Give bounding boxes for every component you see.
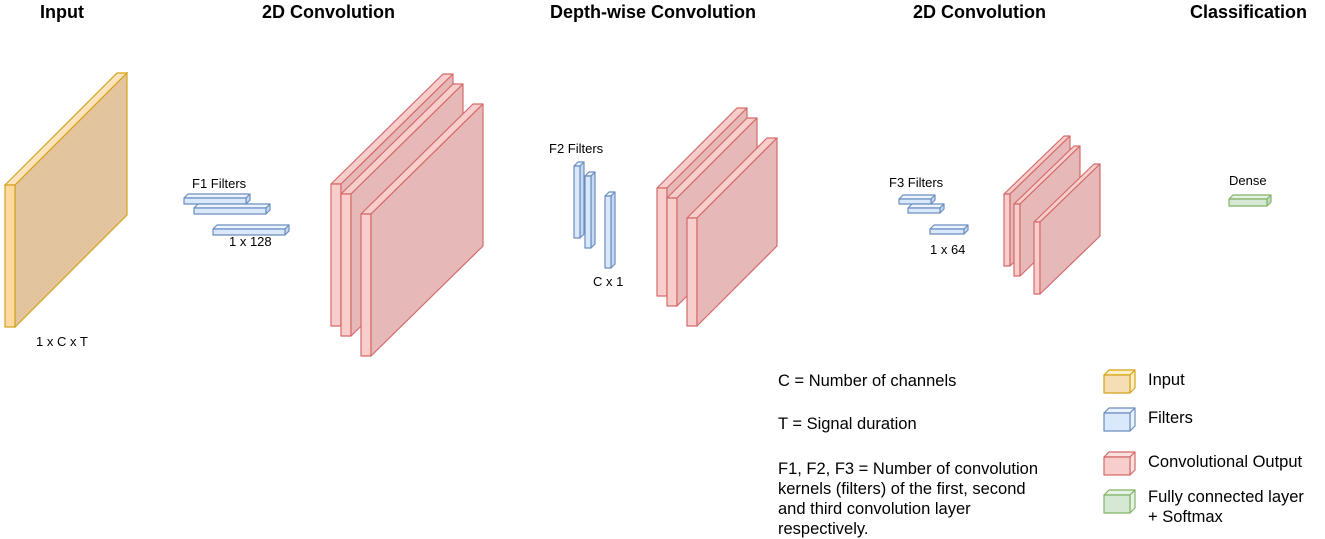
f1-filter-1-face xyxy=(183,197,247,205)
conv1-map-1-side xyxy=(330,183,342,327)
conv2-map-3-face xyxy=(1039,163,1101,295)
conv2-map-1-side xyxy=(1003,193,1011,267)
f1-filters xyxy=(183,193,290,236)
conv2-output xyxy=(1003,135,1101,295)
legend-conv-icon-face xyxy=(1103,456,1131,476)
depthwise-map-2-side xyxy=(666,197,678,307)
legend-dense-icon-side xyxy=(1129,489,1136,514)
dense-face xyxy=(1228,198,1268,207)
conv2-map-2-side xyxy=(1013,203,1021,277)
legend-filters-icon-side xyxy=(1129,407,1136,432)
legend-conv-label: Convolutional Output xyxy=(1148,453,1303,471)
f2-filters-label: F2 Filters xyxy=(549,141,604,156)
conv2-map-3-side xyxy=(1033,221,1041,295)
conv1-map-3-side xyxy=(360,213,372,357)
f3-filter-1-face xyxy=(898,198,932,205)
f3-filter-3-face xyxy=(929,228,965,235)
header-input: Input xyxy=(40,2,84,22)
f3-filters xyxy=(898,194,969,235)
depthwise-output xyxy=(656,107,778,327)
header-conv2: 2D Convolution xyxy=(913,2,1046,22)
depthwise-map-3-face xyxy=(696,137,778,327)
dense-block xyxy=(1228,194,1272,207)
note-channels: C = Number of channels xyxy=(778,372,957,390)
depthwise-map-3-side xyxy=(686,217,698,327)
f3-kernel-label: 1 x 64 xyxy=(930,242,966,257)
legend-filters-label: Filters xyxy=(1148,409,1193,427)
legend-input-label: Input xyxy=(1148,371,1185,389)
header-conv1: 2D Convolution xyxy=(262,2,395,22)
input-dims-label: 1 x C x T xyxy=(36,334,88,349)
header-depthwise: Depth-wise Convolution xyxy=(550,2,756,22)
f1-kernel-label: 1 x 128 xyxy=(229,234,272,249)
legend-dense-icon-face xyxy=(1103,494,1131,514)
input-block-side xyxy=(4,184,16,328)
note-duration: T = Signal duration xyxy=(778,415,917,433)
f3-filter-2-face xyxy=(907,207,941,214)
legend-input-icon-face xyxy=(1103,374,1131,394)
f3-filters-label: F3 Filters xyxy=(889,175,944,190)
f2-filters xyxy=(573,161,616,269)
legend-dense-label: Fully connected layer + Softmax xyxy=(1148,488,1304,526)
note-filters: F1, F2, F3 = Number of convolution kerne… xyxy=(778,460,1038,538)
legend-filters-icon-face xyxy=(1103,412,1131,432)
f1-filter-3-face xyxy=(212,228,286,236)
f1-filters-label: F1 Filters xyxy=(192,176,247,191)
f2-filter-2-face xyxy=(584,175,592,249)
legend-conv-icon-side xyxy=(1129,451,1136,476)
f2-filter-3-face xyxy=(604,195,612,269)
legend-input-icon-side xyxy=(1129,369,1136,394)
conv1-map-2-side xyxy=(340,193,352,337)
f1-filter-2-face xyxy=(193,207,267,215)
depthwise-map-1-side xyxy=(656,187,668,297)
conv1-map-3-face xyxy=(370,103,484,357)
header-classification: Classification xyxy=(1190,2,1308,22)
conv1-output xyxy=(330,73,484,357)
legend-icons xyxy=(1103,369,1136,514)
f2-filter-1-face xyxy=(573,165,581,239)
dense-label: Dense xyxy=(1229,173,1267,188)
f2-kernel-label: C x 1 xyxy=(593,274,624,289)
input-block-front xyxy=(14,71,128,329)
input-block xyxy=(3,71,129,329)
